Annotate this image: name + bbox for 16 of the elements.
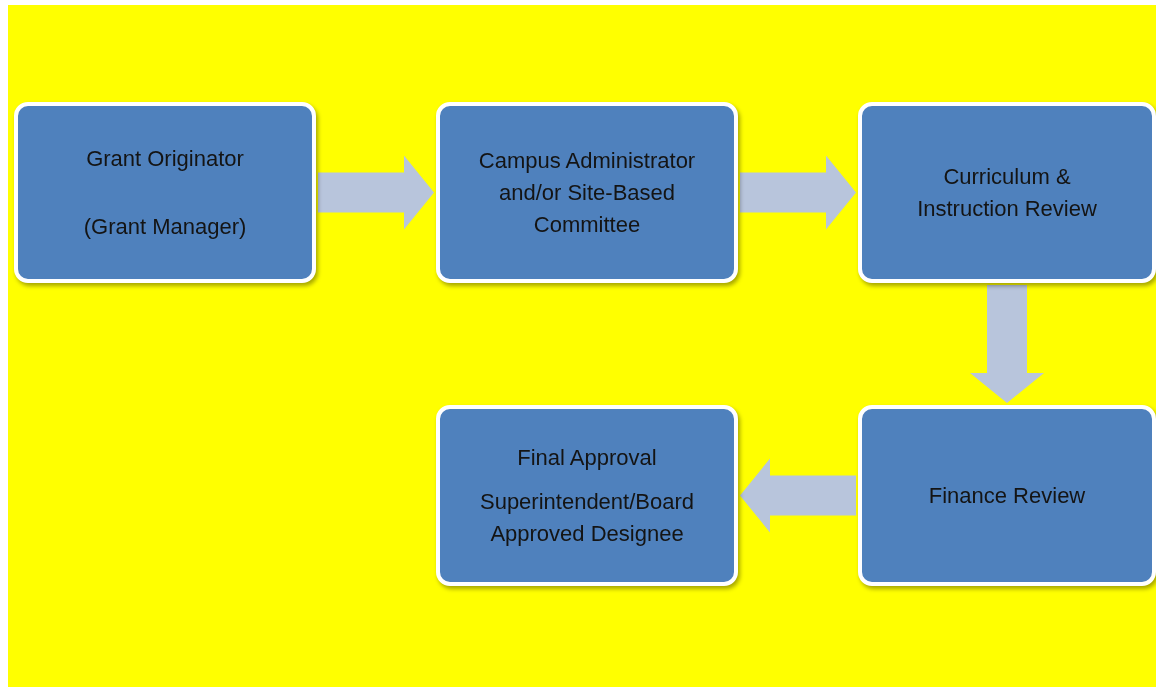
process-box [858, 102, 1156, 283]
box-text: (Grant Manager) [83, 212, 247, 241]
box-text: Curriculum & Instruction Review [916, 162, 1098, 223]
process-box [436, 405, 738, 586]
process-box [14, 102, 316, 283]
box-text: Superintendent/Board Approved Designee [478, 487, 696, 548]
box-text: Grant Originator [86, 144, 244, 173]
block-arrow [318, 155, 434, 230]
box-text: Finance Review [928, 481, 1086, 510]
block-arrow [970, 285, 1044, 403]
block-arrow [740, 458, 856, 533]
box-text: Final Approval [517, 443, 657, 472]
process-box [858, 405, 1156, 586]
process-box [436, 102, 738, 283]
block-arrow [740, 155, 856, 230]
box-text: Campus Administrator and/or Site-Based Committee [477, 146, 697, 239]
